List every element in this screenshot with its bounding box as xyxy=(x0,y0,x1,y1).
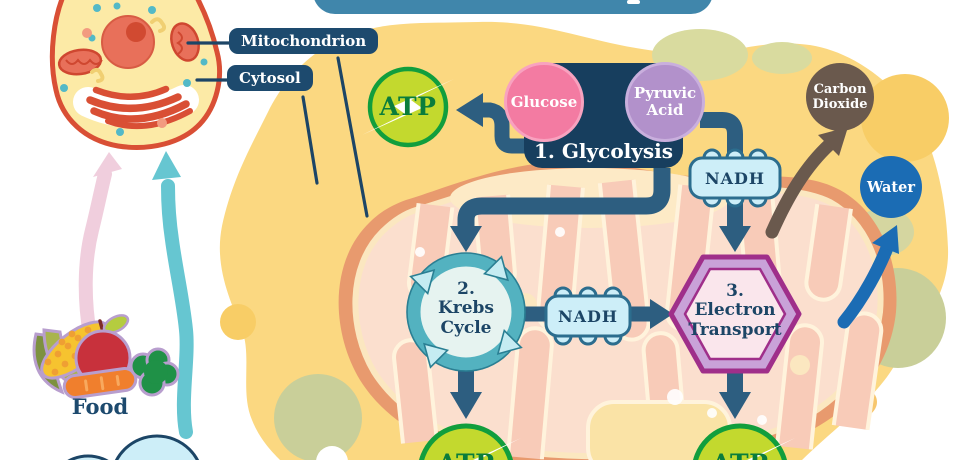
krebs-cycle-ring xyxy=(406,252,526,372)
golgi xyxy=(73,85,199,130)
lightning-bolt-icon xyxy=(747,438,795,460)
animal-cell-illustration xyxy=(49,0,223,150)
nadh-box-upper xyxy=(688,148,782,208)
blob-patch xyxy=(316,446,348,460)
cell-dots xyxy=(60,2,208,136)
atp-top-label: ATP xyxy=(379,92,437,121)
blob-patch xyxy=(752,42,812,74)
nucleus xyxy=(101,15,155,69)
food-label: Food xyxy=(71,394,129,419)
nadh-box-middle xyxy=(544,286,632,346)
mitochondrion-label: Mitochondrion xyxy=(229,28,379,54)
water-label: Water xyxy=(867,178,915,196)
label-connectors xyxy=(186,41,369,218)
food-energy-arrows xyxy=(67,151,200,460)
glycolysis-title: 1. Glycolysis xyxy=(534,139,673,163)
nadh-upper-label: NADH xyxy=(704,168,766,188)
glucose-label: Glucose xyxy=(510,93,578,111)
atp-badge-bottom-right xyxy=(693,423,795,460)
water-circle: Water xyxy=(860,156,922,218)
pyruvic-acid-circle: Pyruvic Acid xyxy=(625,62,705,142)
pipe-arrowheads xyxy=(450,93,751,419)
teal-arrowhead xyxy=(152,151,181,180)
cytosol-label-text: Cytosol xyxy=(239,69,301,87)
water-arrowhead xyxy=(872,225,899,254)
electron-transport-hexagon xyxy=(668,254,802,374)
cytosol-label: Cytosol xyxy=(227,65,313,91)
atp-bottom-right-label: ATP xyxy=(708,449,772,460)
title-banner xyxy=(313,0,713,14)
carrot xyxy=(62,367,138,399)
blob-patch xyxy=(220,304,256,340)
blob-patch xyxy=(274,374,362,460)
carbon-dioxide-circle: Carbon Dioxide xyxy=(806,63,874,131)
co2-arrowhead xyxy=(818,127,848,156)
glucose-circle: Glucose xyxy=(504,62,584,142)
lightning-bolt-icon xyxy=(362,79,454,135)
lightning-bolt-icon xyxy=(473,438,521,460)
pink-arrowhead xyxy=(93,152,122,177)
nucleolus xyxy=(126,22,146,42)
atp-badge-bottom-left xyxy=(419,423,521,460)
carbon-dioxide-label: Carbon Dioxide xyxy=(812,81,868,112)
broccoli xyxy=(129,347,180,397)
nadh-middle-label: NADH xyxy=(557,306,619,326)
co2-arrow xyxy=(765,137,837,239)
mitochondrion-label-text: Mitochondrion xyxy=(241,32,367,50)
atp-bottom-left-label: ATP xyxy=(434,449,498,460)
blob-patch xyxy=(861,74,949,162)
oxygen-circle-small xyxy=(67,454,109,460)
title-letter-remnant xyxy=(627,0,640,4)
pyruvic-acid-label: Pyruvic Acid xyxy=(633,84,697,119)
atp-badge-top xyxy=(362,66,454,148)
oxygen-circle xyxy=(114,434,200,460)
food-illustration xyxy=(32,314,180,399)
